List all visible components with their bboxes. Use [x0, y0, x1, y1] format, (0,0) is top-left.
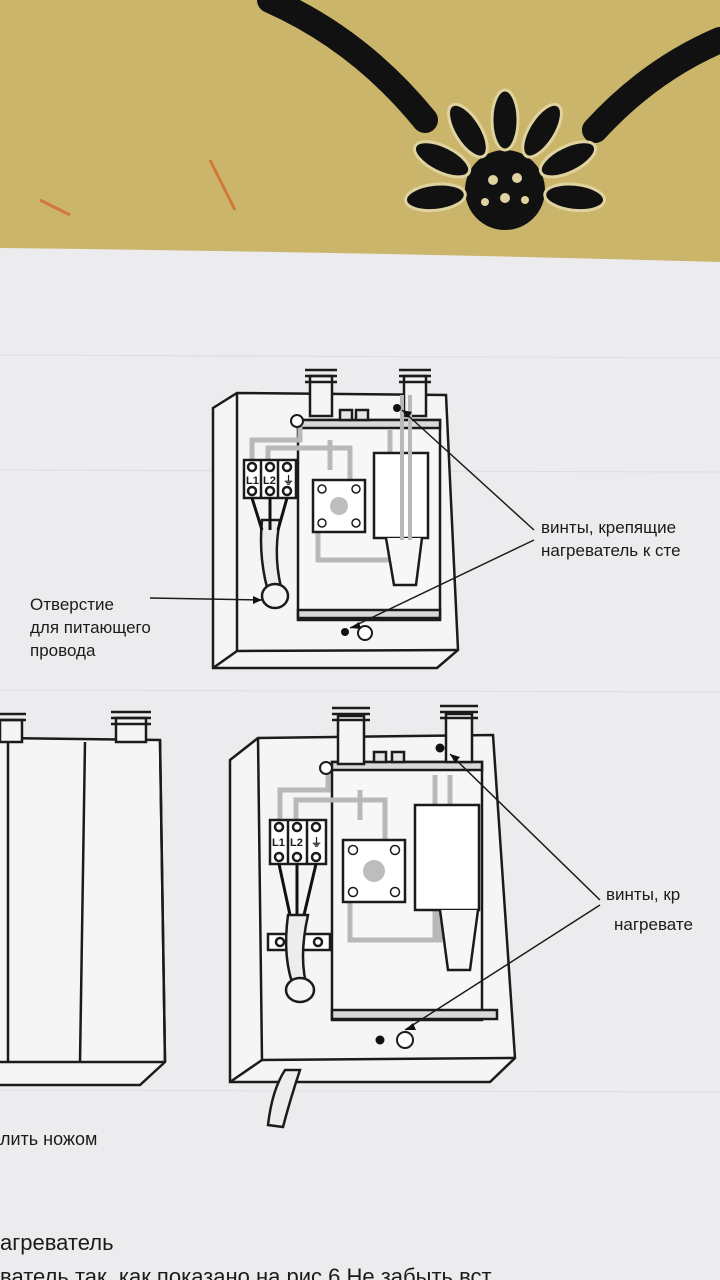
- heating-element-top: [372, 395, 430, 587]
- section-heading: агреватель: [0, 1230, 114, 1255]
- heater-diagram-bottom: [228, 704, 601, 1129]
- pipe-right-bottom: [440, 704, 478, 764]
- label-hole-1: Отверстие: [30, 595, 114, 614]
- heating-element-bottom: [413, 803, 481, 972]
- mount-screw-bottom-lower: [375, 1035, 385, 1045]
- mount-screw-top-upper: [393, 404, 401, 412]
- terminal-block-bottom: [268, 818, 328, 866]
- cable-hole-bottom: [284, 976, 316, 1004]
- flower-pattern: [404, 88, 606, 230]
- svg-text:⏚: ⏚: [311, 836, 322, 849]
- svg-text:⏚: ⏚: [283, 474, 294, 487]
- pipe-left-top: [305, 368, 337, 418]
- heater-diagram-top: [149, 368, 535, 670]
- svg-text:L1: L1: [272, 837, 285, 849]
- svg-text:L2: L2: [263, 475, 276, 487]
- svg-text:L2: L2: [290, 837, 303, 849]
- label-screws-bottom-2: нагревате: [614, 915, 693, 934]
- label-hole-2: для питающего: [30, 618, 151, 637]
- pipe-left-partial: [0, 712, 26, 744]
- label-hole-3: провода: [30, 641, 96, 660]
- pipe-left-bottom: [332, 706, 370, 766]
- terminal-labels-bottom: L1 L2 ⏚: [272, 836, 322, 849]
- terminal-labels-top: L1 L2 ⏚: [246, 474, 294, 487]
- mount-screw-top-lower: [341, 628, 349, 636]
- tablecloth: [0, 0, 720, 280]
- svg-text:L1: L1: [246, 475, 259, 487]
- mount-screw-bottom-upper: [435, 743, 445, 753]
- caption-left: лить ножом: [0, 1129, 97, 1149]
- cable-hole-top: [260, 582, 290, 610]
- thermostat-bottom: [341, 838, 407, 904]
- heater-diagram-left: [0, 710, 167, 1087]
- label-screws-top-1: винты, крепящие: [541, 518, 676, 537]
- label-screws-bottom-1: винты, кр: [606, 885, 680, 904]
- thermostat-top: [311, 478, 367, 534]
- pipe-right-partial: [111, 710, 151, 744]
- label-screws-top-2: нагреватель к сте: [541, 541, 681, 560]
- body-text-line: ватель так, как показано на рис.6 Не заб…: [0, 1264, 492, 1280]
